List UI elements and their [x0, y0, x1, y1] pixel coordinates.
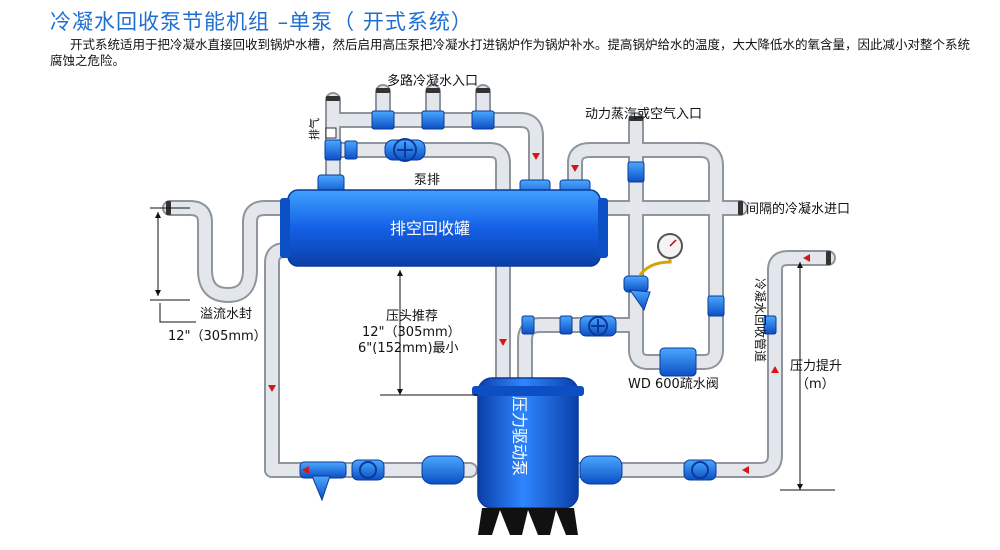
label-drain-valve: WD 600疏水阀 — [628, 377, 719, 392]
pressure-gauge — [638, 233, 683, 276]
bottom-left-valve — [351, 459, 385, 481]
flow-arrows — [268, 153, 810, 474]
pressure-pump — [472, 377, 584, 535]
label-tank: 排空回收罐 — [390, 219, 470, 238]
strainer-left — [299, 461, 347, 502]
label-pump: 压力驱动泵 — [510, 396, 529, 476]
bottom-right-valve — [683, 459, 717, 481]
label-overflow-seal-value: 12"（305mm） — [168, 329, 267, 344]
label-return-pipe: 冷凝水回收管道 — [753, 278, 768, 362]
vent-fitting — [325, 127, 337, 139]
valve-symbols — [299, 127, 717, 502]
bottom-left-check — [421, 455, 465, 485]
dimension-lines — [150, 207, 835, 491]
label-overflow-seal: 溢流水封 — [200, 307, 252, 322]
label-head-value1: 12"（305mm） — [362, 325, 461, 340]
label-intermittent-inlet: 间隔的冷凝水进口 — [746, 201, 850, 217]
bottom-right-check — [579, 455, 623, 485]
label-vent: 排气 — [307, 118, 321, 140]
label-pump-exhaust: 泵排 — [414, 173, 440, 188]
label-head-title: 压头推荐 — [386, 309, 438, 324]
top-check-valve — [384, 138, 426, 162]
label-pressure-lift: 压力提升 — [790, 358, 842, 374]
drain-trap — [659, 347, 697, 377]
description-text: 开式系统适用于把冷凝水直接回收到锅炉水槽，然后启用高压泵把冷凝水打进锅炉作为锅炉… — [50, 37, 971, 68]
exhaust-valve — [579, 315, 617, 337]
label-pressure-unit: （m） — [796, 377, 835, 392]
page-title: 冷凝水回收泵节能机组 –单泵（ 开式系统） — [50, 10, 473, 34]
label-multi-inlet: 多路冷凝水入口 — [387, 73, 478, 89]
label-motive-inlet: 动力蒸汽或空气入口 — [585, 106, 702, 122]
label-head-value2: 6"(152mm)最小 — [358, 341, 459, 356]
steam-strainer — [623, 275, 651, 312]
recovery-tank — [280, 174, 608, 267]
diagram-labels: 多路冷凝水入口 动力蒸汽或空气入口 排气 泵排 排空回收罐 间隔的冷凝水进口 溢… — [168, 73, 850, 476]
